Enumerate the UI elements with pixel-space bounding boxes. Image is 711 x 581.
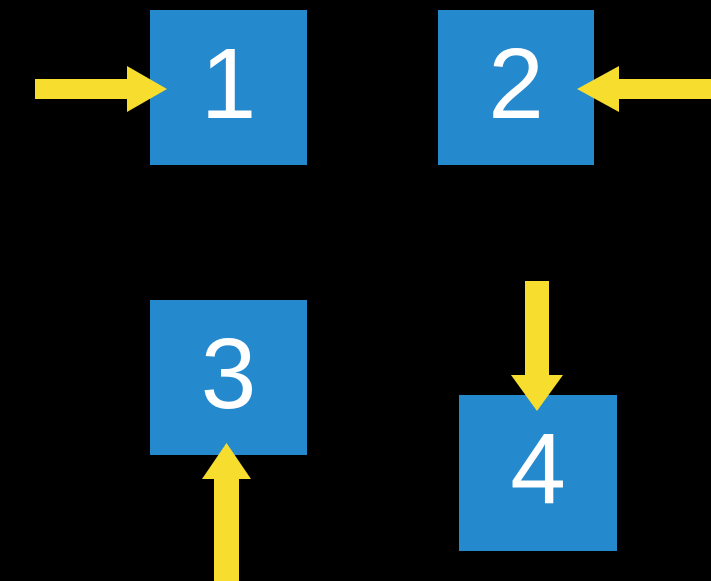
arrow-left-icon	[577, 66, 711, 112]
node-label-1: 1	[200, 27, 257, 140]
arrow-right-icon	[35, 66, 167, 112]
node-box-3[interactable]: 3	[150, 300, 307, 455]
node-box-2[interactable]: 2	[438, 10, 594, 165]
node-box-1[interactable]: 1	[150, 10, 307, 165]
node-label-3: 3	[200, 317, 257, 430]
arrow-down-icon	[511, 281, 563, 411]
node-box-4[interactable]: 4	[459, 395, 617, 551]
arrow-up-icon	[202, 443, 251, 581]
node-label-4: 4	[510, 413, 566, 525]
node-label-2: 2	[488, 27, 544, 140]
